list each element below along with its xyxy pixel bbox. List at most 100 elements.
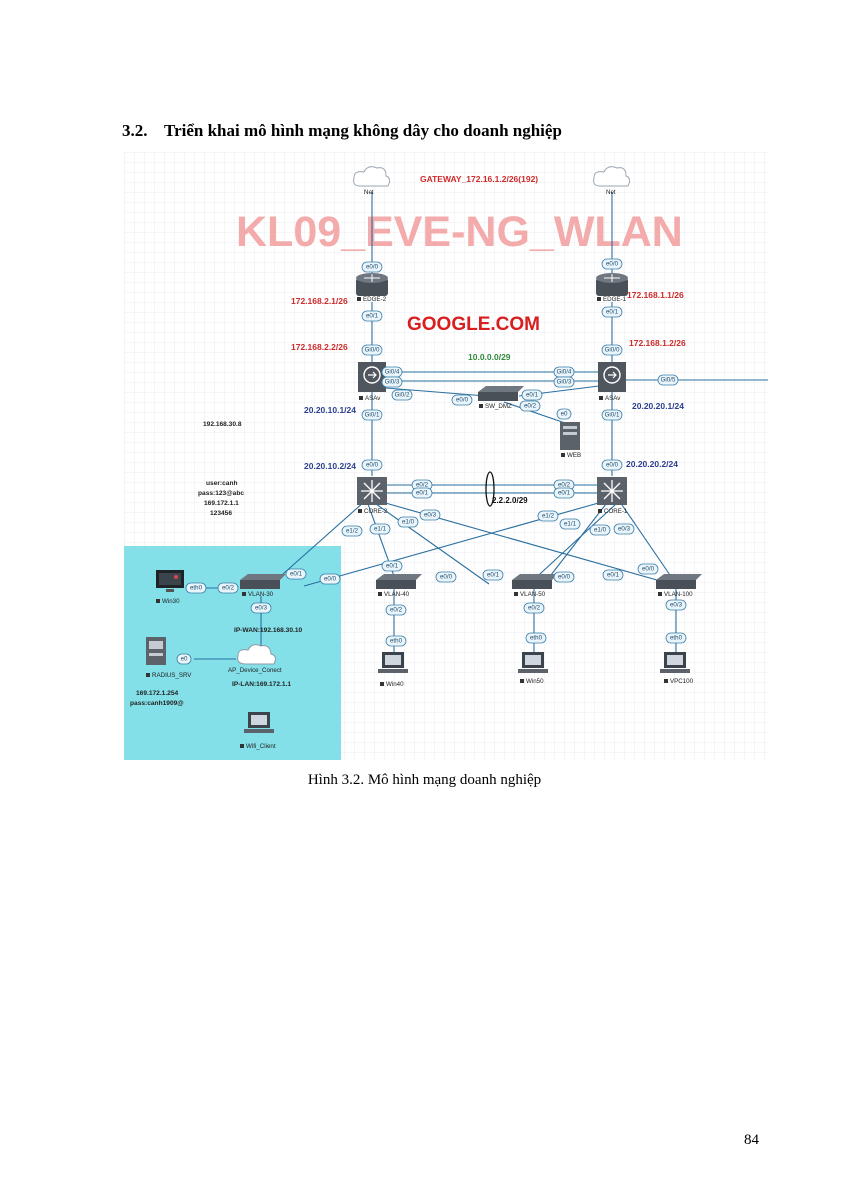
vlan30-label: VLAN-30 [248, 591, 274, 598]
edge2-label: EDGE-2 [363, 296, 387, 303]
port-label: e0/1 [366, 313, 379, 320]
port-label: e0/0 [558, 574, 571, 581]
port-label: e0/3 [255, 605, 268, 612]
port-label: e0/1 [606, 309, 619, 316]
router-icon [356, 273, 388, 296]
port-label: e1/0 [402, 519, 415, 526]
net-right-label: Net [606, 189, 616, 196]
port-label: Gi0/0 [365, 347, 380, 354]
port-label: eth0 [390, 638, 403, 645]
multilayer-switch-icon [597, 477, 627, 505]
server-icon [146, 637, 166, 665]
web-label: WEB [567, 452, 581, 459]
watermark-text: KL09_EVE-NG_WLAN [236, 208, 683, 256]
addr-edge1-out: 172.168.1.1/26 [627, 290, 684, 300]
port-label: eth0 [670, 635, 683, 642]
switch-icon [376, 574, 422, 589]
port-label: e0/1 [487, 572, 500, 579]
server-icon [560, 422, 580, 450]
port-label: Gi0/5 [661, 377, 676, 384]
core1-label: CORE-1 [604, 508, 628, 515]
note-ip: 169.172.1.1 [204, 500, 239, 507]
port-label: e0/2 [524, 403, 537, 410]
port-label: e0/0 [606, 462, 619, 469]
ap-label: AP_Device_Conect [228, 667, 282, 674]
note-user: user:canh [206, 480, 238, 487]
port-label: Gi0/1 [365, 412, 380, 419]
win50-label: Win50 [526, 678, 544, 685]
port-label: e1/0 [594, 527, 607, 534]
firewall-icon [598, 362, 626, 392]
port-label: Gi0/4 [385, 369, 400, 376]
port-label: e0/1 [526, 392, 539, 399]
port-label: e0/0 [440, 574, 453, 581]
port-channel-marker [485, 471, 495, 507]
asav-left-label: ASAv [365, 395, 381, 402]
switch-icon [656, 574, 702, 589]
radius-label: RADIUS_SRV [152, 672, 192, 679]
google-label: GOOGLE.COM [407, 314, 540, 335]
addr-asa-right-core: 20.20.20.1/24 [632, 401, 684, 411]
addr-asa-left-core: 20.20.10.1/24 [304, 405, 356, 415]
monitor-icon [156, 570, 184, 592]
port-label: e0/1 [416, 490, 429, 497]
switch-icon [478, 386, 524, 401]
gateway-label: GATEWAY_172.16.1.2/26(192) [420, 174, 538, 184]
net-left-cloud-icon [353, 166, 391, 187]
vlan100-label: VLAN-100 [664, 591, 693, 598]
wifi-client-label: Wifi_Client [246, 743, 276, 750]
port-label: e0/1 [290, 571, 303, 578]
port-label: Gi0/3 [557, 379, 572, 386]
section-heading: 3.2.Triển khai mô hình mạng không dây ch… [122, 121, 562, 141]
port-label: e0 [561, 411, 568, 418]
asav-right-label: ASAv [605, 395, 621, 402]
multilayer-switch-icon [357, 477, 387, 505]
firewall-icon [358, 362, 386, 392]
port-label: e0/1 [558, 490, 571, 497]
port-label: e0/0 [456, 397, 469, 404]
addr-edge2-out: 172.168.2.1/26 [291, 296, 348, 306]
section-number: 3.2. [122, 121, 148, 140]
addr-core-link: 2.2.2.0/29 [492, 496, 528, 505]
port-label: e0/0 [366, 462, 379, 469]
page-number: 84 [744, 1132, 759, 1148]
port-label: Gi0/2 [395, 392, 410, 399]
port-label: e0/2 [528, 605, 541, 612]
network-diagram: KL09_EVE-NG_WLAN GATEWAY_172.16.1.2/26(1… [124, 152, 768, 760]
computer-icon [518, 652, 548, 673]
core2-label: CORE-2 [364, 508, 388, 515]
sw-dmz-label: SW_DMZ [485, 403, 512, 410]
port-label: e0/3 [670, 602, 683, 609]
port-label: Gi0/4 [557, 369, 572, 376]
addr-ip-wan: IP-WAN:192.168.30.10 [234, 627, 303, 634]
note-radius-pass: pass:canh1909@ [130, 700, 184, 707]
port-label: e0/1 [386, 563, 399, 570]
switch-icon [240, 574, 286, 589]
win30-label: Win30 [162, 598, 180, 605]
computer-icon [378, 652, 408, 673]
net-left-label: Net [364, 189, 374, 196]
port-label: e0/3 [618, 526, 631, 533]
port-label: e0/0 [642, 566, 655, 573]
port-label: e0/0 [606, 261, 619, 268]
note-pass: pass:123@abc [198, 490, 244, 497]
port-label: e0 [181, 656, 188, 663]
addr-core1-up: 20.20.20.2/24 [626, 459, 678, 469]
note-code: 123456 [210, 510, 232, 517]
port-label: e0/2 [416, 482, 429, 489]
switch-icon [512, 574, 558, 589]
router-icon [596, 273, 628, 296]
port-label: e1/1 [374, 526, 387, 533]
computer-icon [660, 652, 690, 673]
port-label: e1/1 [564, 521, 577, 528]
net-right-cloud-icon [593, 166, 631, 187]
port-label: e0/0 [366, 264, 379, 271]
port-label: e1/2 [542, 513, 555, 520]
vpc100-label: VPC100 [670, 678, 694, 685]
addr-ip-lan: IP-LAN:169.172.1.1 [232, 681, 291, 688]
edge1-label: EDGE-1 [603, 296, 627, 303]
port-label: e0/1 [607, 572, 620, 579]
vlan40-label: VLAN-40 [384, 591, 410, 598]
addr-192: 192.168.30.8 [203, 421, 242, 428]
port-label: e0/3 [424, 512, 437, 519]
